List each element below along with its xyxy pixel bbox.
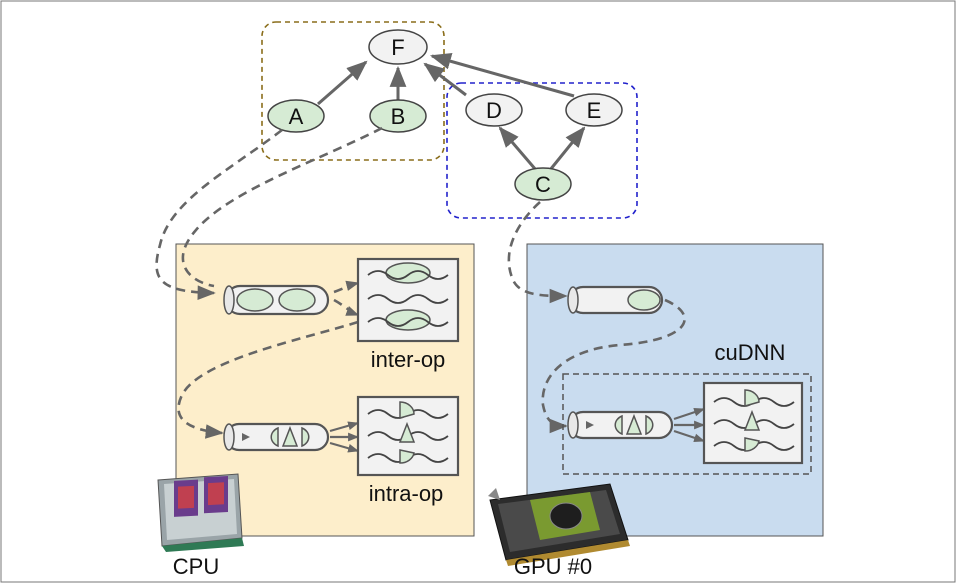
cpu-caption: CPU	[173, 554, 219, 579]
cpu-intra-op-arrows	[329, 421, 360, 453]
cpu-inter-op-threadpool	[356, 257, 460, 343]
cpu-inter-op-queue	[223, 284, 330, 316]
edge-c-d	[498, 126, 538, 171]
node-e-label: E	[587, 98, 602, 123]
node-a: A	[267, 99, 325, 133]
gpu-cudnn-arrows	[673, 407, 706, 443]
gpu-cudnn-threadpool	[702, 381, 804, 465]
gpu-card-icon	[488, 483, 630, 566]
gpu-caption: GPU #0	[514, 554, 592, 579]
node-b-label: B	[391, 104, 406, 129]
cpu-intra-op-threadpool	[356, 395, 460, 477]
node-d-label: D	[486, 98, 502, 123]
node-c: C	[514, 167, 572, 201]
node-b: B	[369, 99, 427, 133]
flow-connectors	[155, 126, 686, 439]
node-c-label: C	[535, 172, 551, 197]
group-box-ab	[261, 21, 445, 161]
gpu-queue	[567, 285, 664, 315]
flow-cpu-queue-to-pool-2	[333, 298, 360, 317]
cudnn-caption: cuDNN	[715, 340, 786, 365]
flow-inter-to-intra	[177, 320, 359, 439]
flow-b-to-cpu-queue	[181, 126, 383, 288]
intra-op-caption: intra-op	[369, 481, 444, 506]
edge-d-f	[423, 62, 467, 97]
cpu-intra-op-queue	[223, 422, 330, 452]
graph-edges	[317, 53, 586, 171]
node-f-label: F	[391, 35, 404, 60]
node-f: F	[368, 29, 428, 65]
edge-a-f	[317, 60, 368, 106]
node-a-label: A	[289, 104, 304, 129]
flow-gpu-queue-to-cudnn	[541, 298, 686, 434]
flow-c-to-gpu-queue	[507, 201, 568, 304]
flow-a-to-cpu-queue	[155, 128, 283, 300]
edge-c-e	[548, 126, 586, 171]
gpu-cudnn-queue	[567, 410, 674, 440]
group-box-cde	[446, 82, 638, 219]
edge-e-f	[429, 53, 575, 98]
cudnn-box	[562, 373, 812, 475]
inter-op-caption: inter-op	[371, 347, 446, 372]
node-d: D	[465, 93, 523, 127]
node-e: E	[565, 93, 623, 127]
flow-cpu-queue-to-pool-1	[333, 280, 360, 294]
cpu-chip-icon	[157, 473, 244, 552]
